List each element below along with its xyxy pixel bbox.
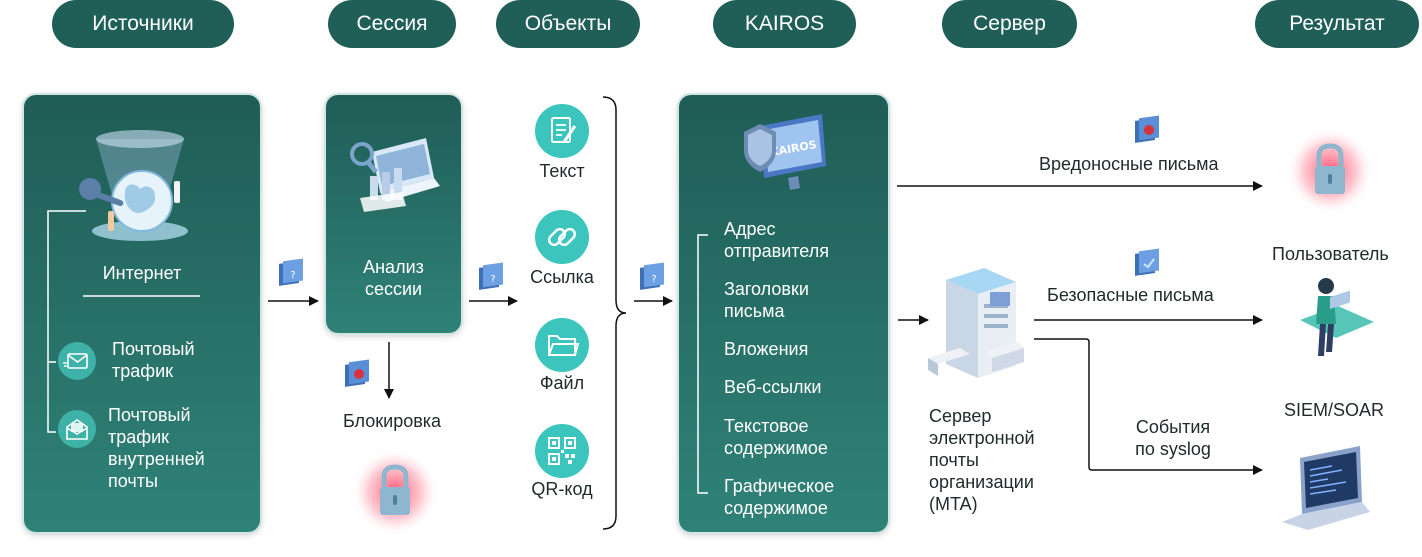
mail-server-icon <box>928 268 1024 378</box>
kairos-check-attachments: Вложения <box>724 339 809 359</box>
header-session: Сессия <box>328 0 456 48</box>
kairos-check-links: Веб-ссылки <box>724 377 822 397</box>
header-sources: Источники <box>52 0 234 48</box>
server-caption-2: электронной <box>929 428 1035 448</box>
user-laptop-icon <box>1300 278 1374 356</box>
server-caption-5: (MTA) <box>929 494 978 514</box>
server-caption-1: Сервер <box>929 406 992 426</box>
link-icon <box>535 210 589 264</box>
svg-text:?: ? <box>651 274 656 285</box>
object-qr-label: QR-код <box>531 479 593 499</box>
sources-card <box>24 95 260 532</box>
internal-mail-line-4: почты <box>108 471 158 491</box>
svg-text:?: ? <box>490 274 495 285</box>
envelope-icon <box>58 342 96 380</box>
internal-mail-line-3: внутренней <box>108 449 205 469</box>
malicious-emails-label: Вредоносные письма <box>1039 154 1219 174</box>
document-pen-icon <box>535 104 589 158</box>
header-kairos: KAIROS <box>713 0 856 48</box>
header-server: Сервер <box>942 0 1077 48</box>
header-result: Результат <box>1255 0 1419 48</box>
unknown-file-icon: ? <box>640 262 664 290</box>
kairos-check-sender-2: отправителя <box>724 241 829 261</box>
internal-mail-line-1: Почтовый <box>108 405 191 425</box>
object-link-label: Ссылка <box>530 267 594 287</box>
folder-icon <box>535 318 589 372</box>
kairos-monitor-shield-icon: KAIROS <box>744 114 826 190</box>
internal-mail-line-2: трафик <box>108 427 170 447</box>
siem-laptop-icon <box>1282 446 1370 530</box>
kairos-check-graphic-2: содержимое <box>724 498 828 518</box>
internal-mail-envelope-icon <box>58 410 96 448</box>
siem-soar-label: SIEM/SOAR <box>1284 400 1385 420</box>
server-caption-4: организации <box>929 472 1034 492</box>
object-text-label: Текст <box>539 161 585 181</box>
kairos-check-text-1: Текстовое <box>724 416 809 436</box>
padlock-icon <box>351 448 439 536</box>
user-label: Пользователь <box>1272 244 1389 264</box>
kairos-check-headers-1: Заголовки <box>724 279 809 299</box>
malware-file-icon <box>345 359 369 387</box>
kairos-check-headers-2: письма <box>724 301 785 321</box>
kairos-check-graphic-1: Графическое <box>724 476 835 496</box>
kairos-check-text-2: содержимое <box>724 438 828 458</box>
padlock-icon <box>1286 127 1374 215</box>
block-label: Блокировка <box>342 411 442 431</box>
internet-label: Интернет <box>102 263 182 283</box>
session-analysis-line-1: Анализ <box>363 257 424 277</box>
session-analysis-laptop-icon <box>350 138 440 212</box>
events-syslog-line-1: События <box>1135 417 1211 437</box>
session-card <box>326 95 461 333</box>
qr-code-icon <box>535 424 589 478</box>
session-analysis-line-2: сессии <box>364 279 423 299</box>
malware-file-icon <box>1135 115 1159 143</box>
server-caption-3: почты <box>929 450 979 470</box>
object-file-label: Файл <box>539 373 585 393</box>
unknown-file-icon: ? <box>479 262 503 290</box>
mail-traffic-line-2: трафик <box>112 361 174 381</box>
internet-globe-icon <box>79 130 188 241</box>
events-syslog-line-2: по syslog <box>1135 439 1211 459</box>
kairos-check-sender-1: Адрес <box>724 219 776 239</box>
header-objects: Объекты <box>496 0 640 48</box>
safe-emails-label: Безопасные письма <box>1047 285 1214 305</box>
svg-text:?: ? <box>290 270 295 281</box>
mail-traffic-line-1: Почтовый <box>112 339 195 359</box>
unknown-file-icon: ? <box>279 258 303 286</box>
safe-file-icon <box>1135 248 1159 276</box>
